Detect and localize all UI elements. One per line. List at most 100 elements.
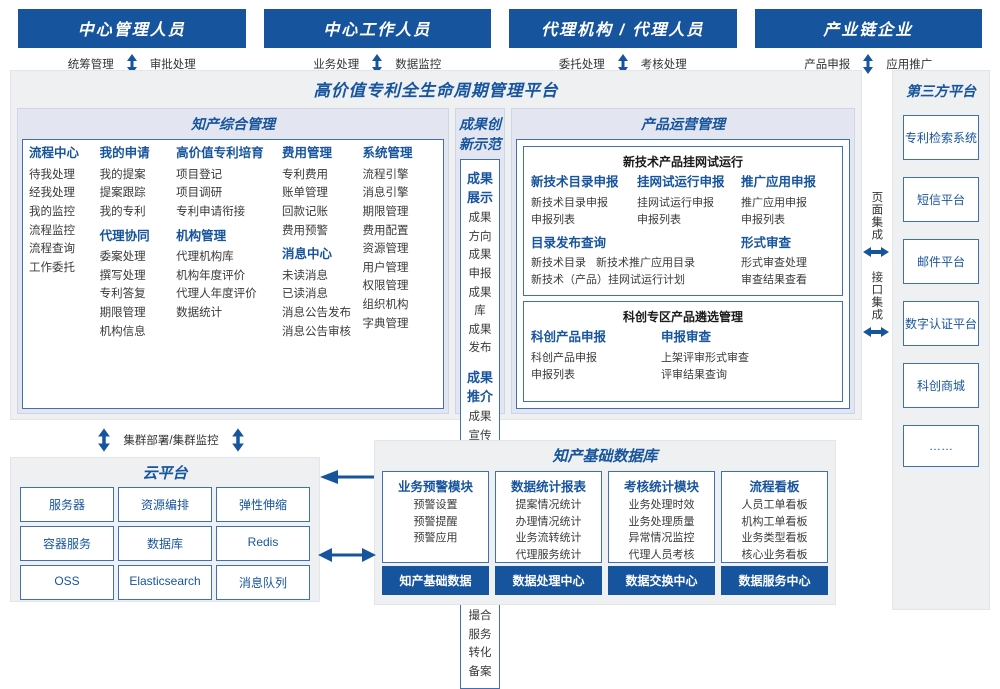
menu-item[interactable]: 预警应用 — [413, 532, 458, 544]
menu-item[interactable]: 挂网试运行申报 — [637, 196, 714, 209]
menu-item[interactable]: 机构工单看板 — [741, 515, 808, 528]
menu-item[interactable]: 业务流转统计 — [515, 532, 582, 544]
menu-item[interactable]: 我的提案 — [99, 168, 146, 181]
column-header: 流程中心 — [29, 146, 80, 160]
cloud-cell-elasticsearch[interactable]: Elasticsearch — [118, 565, 212, 600]
menu-item[interactable]: 我的监控 — [29, 205, 75, 218]
db-footer-data-exchange-center[interactable]: 数据交换中心 — [608, 566, 715, 595]
menu-item[interactable]: 成果宣传 — [468, 411, 492, 442]
menu-item[interactable]: 流程查询 — [29, 243, 75, 256]
menu-item[interactable]: 新技术（产品）挂网试运行计划 — [531, 274, 685, 287]
menu-item[interactable]: 人员工单看板 — [741, 499, 808, 511]
menu-item[interactable]: 转化备案 — [468, 647, 492, 678]
third-party-item-mail[interactable]: 邮件平台 — [903, 239, 979, 284]
menu-item[interactable]: 新技术目录 — [531, 257, 586, 270]
integration-strip: 页面集成 接口集成 — [862, 120, 890, 410]
cloud-cell-database[interactable]: 数据库 — [118, 526, 212, 561]
menu-item[interactable]: 权限管理 — [362, 280, 409, 293]
menu-item[interactable]: 上架评审形式审查 — [661, 352, 749, 365]
menu-item[interactable]: 核心业务看板 — [741, 548, 808, 561]
integration-page: 页面集成 — [863, 191, 889, 259]
menu-item[interactable]: 异常情况监控 — [628, 532, 695, 544]
third-party-item-more[interactable]: …… — [903, 425, 979, 467]
menu-item[interactable]: 项目调研 — [176, 187, 223, 200]
cloud-cell-container-service[interactable]: 容器服务 — [20, 526, 114, 561]
menu-item[interactable]: 组织机构 — [362, 299, 409, 311]
menu-item[interactable]: 业务处理时效 — [628, 499, 695, 511]
cloud-cell-server[interactable]: 服务器 — [20, 487, 114, 522]
menu-item[interactable]: 我的专利 — [99, 205, 146, 218]
cloud-cell-redis[interactable]: Redis — [216, 526, 310, 561]
menu-item[interactable]: 评审结果查询 — [661, 369, 727, 382]
menu-item[interactable]: 项目登记 — [176, 168, 223, 181]
menu-item[interactable]: 委案处理 — [99, 251, 146, 264]
third-party-item-sci-tech-mall[interactable]: 科创商城 — [903, 363, 979, 408]
menu-item[interactable]: 成果发布 — [468, 323, 492, 355]
db-footer-data-service-center[interactable]: 数据服务中心 — [721, 566, 828, 595]
menu-item[interactable]: 回款记账 — [282, 205, 329, 218]
menu-item[interactable]: 经我处理 — [29, 187, 75, 200]
menu-item[interactable]: 消息引擎 — [362, 187, 409, 200]
menu-item[interactable]: 预警提醒 — [413, 515, 458, 528]
menu-item[interactable]: 消息公告发布 — [282, 307, 352, 319]
menu-item[interactable]: 审查结果查看 — [741, 274, 807, 287]
menu-item[interactable]: 成果申报 — [468, 249, 492, 280]
menu-item[interactable]: 代理服务统计 — [515, 548, 582, 561]
menu-item[interactable]: 代理人年度评价 — [176, 288, 257, 301]
menu-item[interactable]: 申报列表 — [531, 213, 575, 226]
menu-item[interactable]: 已读消息 — [282, 288, 329, 301]
menu-item[interactable]: 推广应用申报 — [741, 196, 807, 209]
menu-item[interactable]: 申报列表 — [531, 369, 575, 382]
menu-item[interactable]: 撮合服务 — [468, 610, 492, 641]
menu-item[interactable]: 办理情况统计 — [515, 515, 582, 528]
menu-item[interactable]: 申报列表 — [637, 213, 681, 226]
menu-item[interactable]: 成果库 — [468, 286, 492, 318]
menu-item[interactable]: 撰写处理 — [99, 269, 146, 282]
double-arrow-vertical-icon — [863, 54, 874, 74]
menu-item[interactable]: 机构信息 — [99, 325, 146, 338]
cloud-cell-resource-orchestration[interactable]: 资源编排 — [118, 487, 212, 522]
menu-item[interactable]: 期限管理 — [99, 307, 146, 319]
menu-item[interactable]: 用户管理 — [362, 261, 409, 274]
menu-item[interactable]: 费用预警 — [282, 224, 329, 237]
cloud-cell-elastic-scaling[interactable]: 弹性伸缩 — [216, 487, 310, 522]
third-party-item-patent-search[interactable]: 专利检索系统 — [903, 115, 979, 160]
db-footer-data-processing-center[interactable]: 数据处理中心 — [495, 566, 602, 595]
menu-item[interactable]: 流程监控 — [29, 224, 75, 237]
menu-item[interactable]: 机构年度评价 — [176, 269, 246, 282]
menu-item[interactable]: 形式审查处理 — [741, 257, 807, 270]
menu-item[interactable]: 新技术推广应用目录 — [596, 257, 695, 270]
menu-item[interactable]: 成果方向 — [468, 212, 492, 243]
menu-item[interactable]: 业务类型看板 — [741, 532, 808, 544]
cloud-cell-message-queue[interactable]: 消息队列 — [216, 565, 310, 600]
menu-item[interactable]: 专利申请衔接 — [176, 205, 246, 218]
menu-item[interactable]: 流程引擎 — [362, 168, 409, 181]
third-party-item-sms[interactable]: 短信平台 — [903, 177, 979, 222]
menu-item[interactable]: 业务处理质量 — [628, 515, 695, 528]
menu-item[interactable]: 待我处理 — [29, 168, 75, 181]
menu-item[interactable]: 专利答复 — [99, 288, 146, 301]
menu-item[interactable]: 代理人员考核 — [628, 548, 695, 561]
menu-item[interactable]: 科创产品申报 — [531, 352, 597, 365]
third-party-item-digital-cert[interactable]: 数字认证平台 — [903, 301, 979, 346]
column-header: 挂网试运行申报 — [637, 175, 725, 189]
menu-item[interactable]: 预警设置 — [413, 499, 458, 511]
menu-item[interactable]: 账单管理 — [282, 187, 329, 200]
menu-item[interactable]: 数据统计 — [176, 307, 223, 319]
subsection-new-tech-trial: 新技术产品挂网试运行 新技术目录申报 新技术目录申报 申报列表 挂网试运行申报 … — [523, 146, 843, 297]
menu-item[interactable]: 费用配置 — [362, 224, 409, 237]
menu-item[interactable]: 提案情况统计 — [515, 499, 582, 511]
menu-item[interactable]: 资源管理 — [362, 243, 409, 256]
menu-item[interactable]: 提案跟踪 — [99, 187, 146, 200]
menu-item[interactable]: 工作委托 — [29, 261, 75, 274]
menu-item[interactable]: 专利费用 — [282, 168, 329, 181]
cloud-cell-oss[interactable]: OSS — [20, 565, 114, 600]
menu-item[interactable]: 申报列表 — [741, 213, 785, 226]
menu-item[interactable]: 消息公告审核 — [282, 325, 352, 338]
menu-item[interactable]: 未读消息 — [282, 269, 329, 282]
menu-item[interactable]: 期限管理 — [362, 205, 409, 218]
menu-item[interactable]: 代理机构库 — [176, 251, 234, 264]
db-footer-base-data[interactable]: 知产基础数据 — [382, 566, 489, 595]
menu-item[interactable]: 新技术目录申报 — [531, 196, 608, 209]
menu-item[interactable]: 字典管理 — [362, 317, 409, 330]
